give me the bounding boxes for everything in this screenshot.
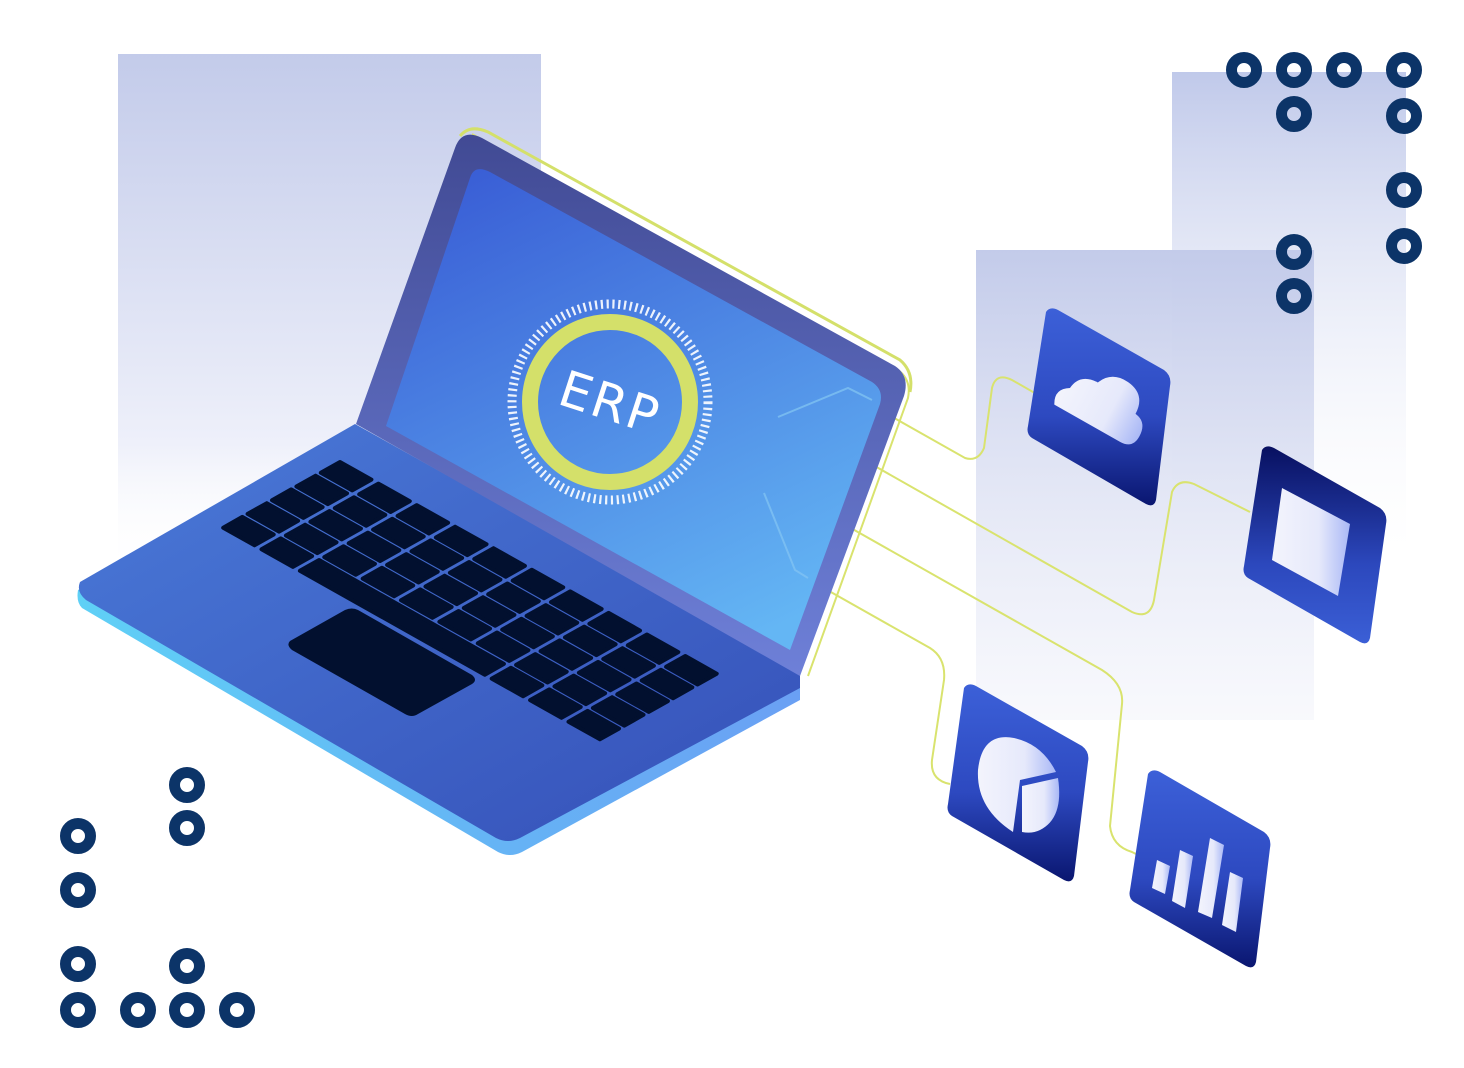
- keyboard-key: [590, 695, 646, 728]
- keyboard-key: [447, 560, 503, 593]
- pie-chart-icon: [977, 737, 1060, 833]
- keyboard-key: [318, 460, 374, 493]
- keyboard-key: [489, 665, 545, 699]
- ring-dot: [60, 992, 96, 1028]
- ring-dot: [1276, 234, 1312, 270]
- keyboard-key: [332, 495, 388, 528]
- dial-accent-ring: [522, 314, 698, 490]
- keyboard-key: [437, 609, 492, 642]
- keyboard-key: [587, 610, 642, 644]
- screen-circuit-lines: [763, 386, 873, 579]
- ring-dot: [60, 818, 96, 854]
- keyboard-key: [221, 514, 276, 548]
- ring-dot: [60, 946, 96, 982]
- keyboard-key: [423, 573, 478, 607]
- ring-dot: [120, 992, 156, 1028]
- keyboard-key: [549, 589, 604, 622]
- keyboard-key: [552, 673, 608, 707]
- bar-chart-icon: [1152, 838, 1243, 932]
- keyboard-key: [409, 538, 465, 571]
- keyboard-key: [357, 481, 412, 514]
- keyboard-key: [308, 509, 363, 542]
- keyboard-key: [399, 587, 454, 620]
- ring-dot: [169, 948, 205, 984]
- keyboard-key: [294, 473, 349, 507]
- ring-dot: [1276, 96, 1312, 132]
- trackpad: [288, 608, 475, 716]
- keyboard-key: [639, 667, 695, 701]
- keyboard-key: [360, 565, 416, 599]
- laptop-screen: [386, 169, 881, 650]
- ring-dot: [1386, 52, 1422, 88]
- module-tile-document: [1243, 446, 1387, 644]
- keyboard-key: [346, 530, 402, 563]
- keyboard-key: [270, 487, 325, 520]
- keyboard-key: [475, 630, 531, 663]
- keyboard-key: [563, 624, 618, 658]
- ring-dot: [169, 992, 205, 1028]
- keyboard-key: [385, 552, 440, 585]
- keyboard-key: [500, 616, 555, 650]
- keyboard-keys: [221, 460, 719, 742]
- ring-dot: [1326, 52, 1362, 88]
- keyboard-key: [601, 646, 656, 679]
- keyboard-key: [395, 503, 451, 536]
- keyboard-key: [297, 558, 506, 677]
- keyboard-key: [245, 501, 301, 534]
- ring-dot: [1276, 278, 1312, 314]
- ring-dot: [169, 810, 205, 846]
- keyboard-key: [528, 687, 583, 720]
- keyboard-key: [538, 638, 594, 671]
- ring-dot: [1276, 52, 1312, 88]
- module-tile-bars: [1129, 770, 1271, 968]
- keyboard-key: [566, 708, 621, 742]
- keyboard-key: [486, 581, 541, 614]
- ring-dot: [1386, 98, 1422, 134]
- keyboard-key: [371, 516, 426, 550]
- module-tile-cloud: [1027, 308, 1171, 506]
- keyboard-key: [625, 632, 681, 665]
- keyboard-key: [322, 544, 377, 577]
- ring-dot: [1226, 52, 1262, 88]
- decorative-rings: [60, 52, 1422, 1028]
- keyboard-key: [259, 536, 315, 569]
- keyboard-key: [514, 652, 569, 685]
- keyboard-key: [510, 567, 566, 601]
- ring-dot: [1386, 172, 1422, 208]
- keyboard-key: [615, 681, 670, 714]
- ring-dot: [169, 767, 205, 803]
- dial-tick-ring: [507, 299, 713, 505]
- keyboard-key: [433, 524, 489, 558]
- module-tile-pie: [947, 684, 1089, 882]
- keyboard-key: [576, 659, 632, 693]
- square-frame-icon: [1272, 488, 1350, 596]
- keyboard-key: [524, 603, 580, 636]
- ring-dot: [60, 872, 96, 908]
- cloud-icon: [1054, 376, 1143, 445]
- keyboard-key: [664, 654, 719, 687]
- ring-dot: [1386, 228, 1422, 264]
- keyboard-key: [283, 522, 339, 556]
- keyboard-key: [472, 546, 527, 579]
- lid-highlight-edge: [458, 127, 913, 393]
- keyboard-key: [461, 595, 517, 628]
- ring-dot: [219, 992, 255, 1028]
